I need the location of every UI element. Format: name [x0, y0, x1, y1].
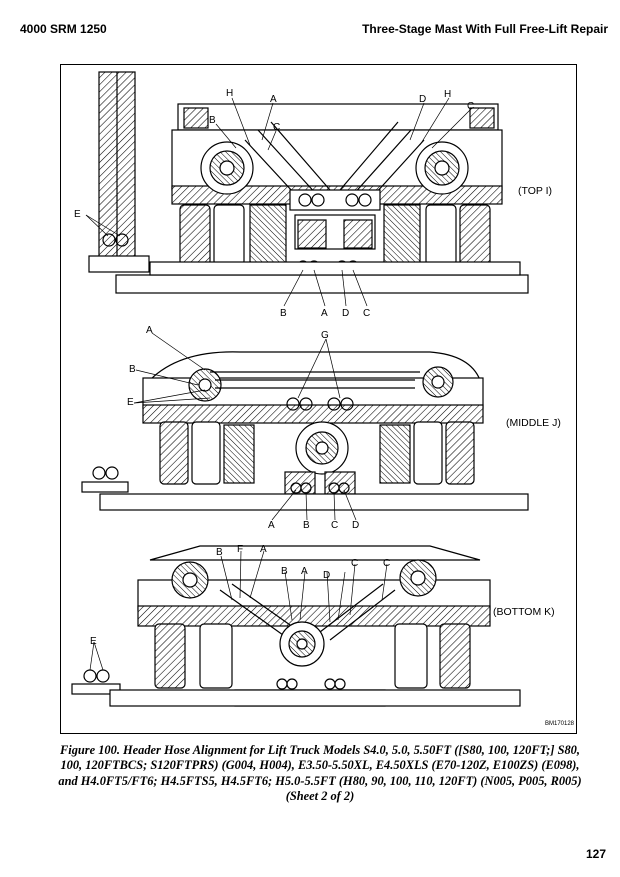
callout-top-c-lower: C — [363, 308, 370, 319]
callout-top-a: A — [270, 94, 277, 105]
callout-top-c-left: C — [273, 122, 280, 133]
callout-middle-b: B — [129, 364, 136, 375]
middle-view-drawing — [81, 351, 529, 511]
callout-bottom-d: D — [323, 570, 330, 581]
callout-top-a-lower: A — [321, 308, 328, 319]
callout-top-d-lower: D — [342, 308, 349, 319]
callout-middle-e: E — [127, 397, 134, 408]
header-doc-number: 4000 SRM 1250 — [20, 22, 107, 36]
callout-bottom-b-left: B — [216, 547, 223, 558]
callout-bottom-c-right: C — [383, 558, 390, 569]
view-label-top: (TOP I) — [518, 185, 552, 197]
callout-middle-a: A — [146, 325, 153, 336]
figure-caption: Figure 100. Header Hose Alignment for Li… — [58, 743, 582, 803]
callout-top-b: B — [209, 115, 216, 126]
callout-bottom-a-left: A — [260, 544, 267, 555]
callout-bottom-f: F — [237, 544, 243, 555]
top-view-drawing — [88, 71, 529, 294]
callout-middle-c-lower: C — [331, 520, 338, 531]
callout-bottom-a-mid: A — [301, 566, 308, 577]
drawing-code: BM170128 — [545, 721, 575, 727]
callout-bottom-b-mid: B — [281, 566, 288, 577]
bottom-view-drawing — [71, 545, 521, 707]
figure-frame — [60, 64, 577, 734]
callout-leaders — [85, 97, 471, 671]
callout-middle-a-lower: A — [268, 520, 275, 531]
callout-top-h-left: H — [226, 88, 233, 99]
callout-top-e: E — [74, 209, 81, 220]
callout-middle-b-lower: B — [303, 520, 310, 531]
view-label-bottom: (BOTTOM K) — [493, 606, 555, 618]
page-number: 127 — [585, 847, 606, 861]
callout-top-d: D — [419, 94, 426, 105]
callout-top-b-lower: B — [280, 308, 287, 319]
view-label-middle: (MIDDLE J) — [506, 417, 561, 429]
callout-top-h-right: H — [444, 89, 451, 100]
callout-bottom-c-mid: C — [351, 558, 358, 569]
callout-middle-d-lower: D — [352, 520, 359, 531]
header-section-title: Three-Stage Mast With Full Free-Lift Rep… — [362, 22, 608, 36]
callout-bottom-e: E — [90, 636, 97, 647]
mast-hose-alignment-drawing: (TOP I) (MIDDLE J) (BOTTOM K) BM170128 H… — [71, 71, 575, 727]
callout-middle-g: G — [321, 330, 329, 341]
callout-top-c-right: C — [467, 101, 474, 112]
